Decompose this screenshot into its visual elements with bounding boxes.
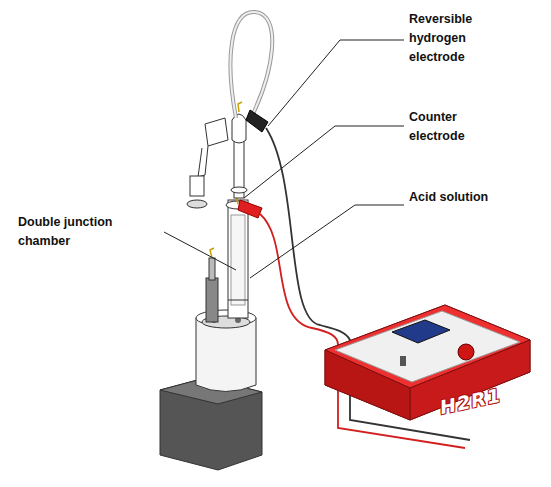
clamp [205,118,228,146]
potentiostat-box [325,305,530,420]
beaker [196,318,256,392]
cable-loop [230,12,272,120]
reference-electrode-tip [209,258,215,280]
leader-line [268,40,404,126]
clamp-arm [198,146,208,177]
reference-electrode [206,278,218,322]
leader-line [244,126,404,198]
cable-loop-core [230,12,272,120]
callout-label: Double junction chamber [18,213,158,251]
callout-label: Counter electrode [409,108,509,146]
clamp-screw [190,176,204,196]
rhe-wire [238,102,242,112]
callout-label: Acid solution [409,188,489,207]
leader-line [164,232,236,270]
clamp-knob [187,200,207,208]
side-face [325,350,410,420]
knob [458,344,474,360]
black-clip [246,110,268,132]
front-face [410,340,530,420]
callout-label: Reversible hydrogen electrode [409,10,509,67]
stand-base [160,378,262,470]
red-clip [238,200,262,218]
leader-line [250,205,404,278]
double-junction-tube [228,200,248,318]
o-ring [231,187,247,193]
inner-tube [231,215,245,305]
display [392,320,450,343]
switch [400,356,406,366]
junction [228,300,248,301]
